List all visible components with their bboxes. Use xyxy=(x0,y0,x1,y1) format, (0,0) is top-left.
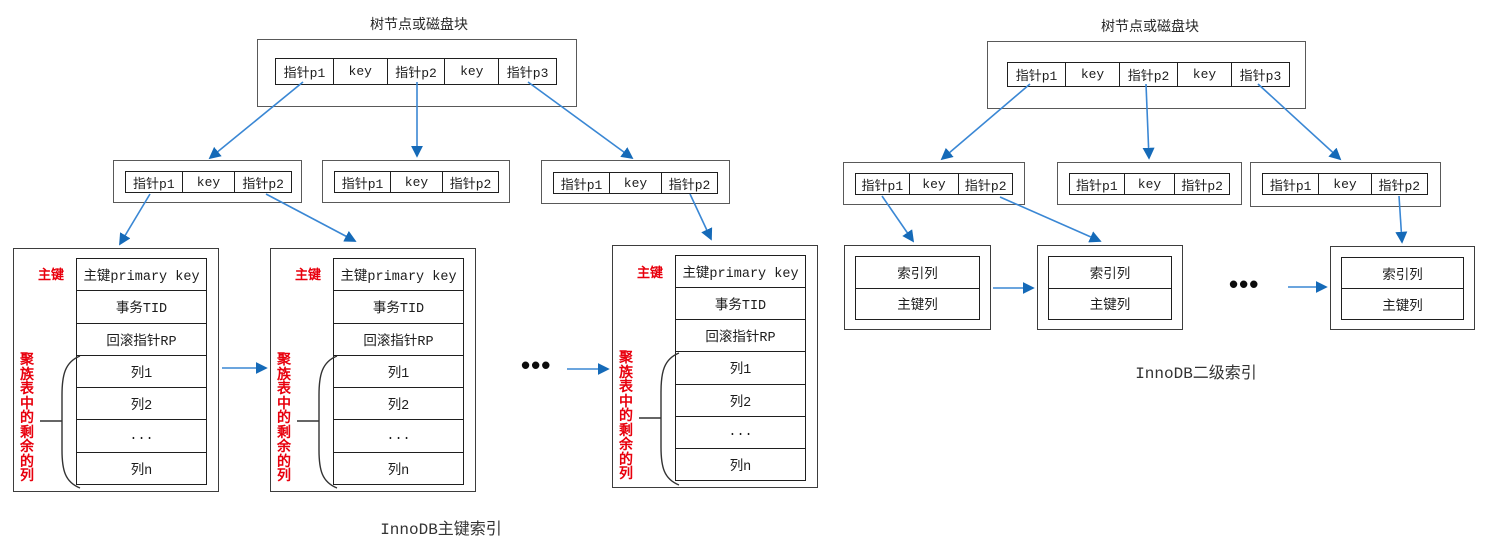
pointer-cell: 指针p1 xyxy=(1069,173,1125,195)
pointer-cell: 指针p1 xyxy=(855,173,910,195)
right-leaf2-table: 索引列 主键列 xyxy=(1048,256,1172,320)
primary-key-column-row: 主键列 xyxy=(856,287,979,320)
left-leaf1-table: 主键primary key 事务TID 回滚指针RP 列1 列2 ... 列n xyxy=(76,258,207,485)
left-tree-title: 树节点或磁盘块 xyxy=(370,16,468,32)
leaf-row: 列n xyxy=(77,451,206,484)
pointer-cell: 指针p3 xyxy=(499,58,558,85)
ellipsis-dots: ••• xyxy=(521,350,552,380)
right-tree-title: 树节点或磁盘块 xyxy=(1101,18,1199,34)
leaf-row: 列n xyxy=(676,447,805,480)
pointer-cell: 指针p2 xyxy=(442,171,500,193)
key-cell: key xyxy=(1066,62,1120,87)
leaf-row: ... xyxy=(676,415,805,448)
ellipsis-dots: ••• xyxy=(1229,269,1260,299)
key-cell: key xyxy=(445,58,500,85)
left-leaf3-table: 主键primary key 事务TID 回滚指针RP 列1 列2 ... 列n xyxy=(675,255,806,481)
key-cell: key xyxy=(333,58,388,85)
leaf-row: 事务TID xyxy=(334,290,463,322)
pointer-cell: 指针p1 xyxy=(553,172,611,194)
right-leaf3-table: 索引列 主键列 xyxy=(1341,257,1464,320)
leaf-row: 回滚指针RP xyxy=(334,322,463,355)
primary-key-column-row: 主键列 xyxy=(1049,287,1171,320)
leaf-row: 列1 xyxy=(334,354,463,387)
remaining-columns-red-label: 聚族表中的剩余的列 xyxy=(20,351,34,483)
left-node3-cells: 指针p1 key 指针p2 xyxy=(553,172,719,194)
key-cell: key xyxy=(1178,62,1232,87)
left-node1-cells: 指针p1 key 指针p2 xyxy=(125,171,292,193)
key-cell: key xyxy=(610,172,662,194)
pointer-cell: 指针p1 xyxy=(1262,173,1320,195)
leaf-row: 列2 xyxy=(334,387,463,419)
left-leaf2-table: 主键primary key 事务TID 回滚指针RP 列1 列2 ... 列n xyxy=(333,258,464,485)
key-cell: key xyxy=(182,171,236,193)
pointer-cell: 指针p2 xyxy=(235,171,292,193)
leaf-row: 列1 xyxy=(77,354,206,387)
leaf-row: 列2 xyxy=(77,387,206,419)
index-column-row: 索引列 xyxy=(897,267,938,283)
right-node1-cells: 指针p1 key 指针p2 xyxy=(855,173,1014,195)
leaf-row: ... xyxy=(334,419,463,451)
leaf-row: 列n xyxy=(334,451,463,484)
index-column-row: 索引列 xyxy=(1382,268,1423,284)
pointer-cell: 指针p2 xyxy=(1175,173,1230,195)
pointer-cell: 指针p2 xyxy=(387,58,446,85)
right-node2-cells: 指针p1 key 指针p2 xyxy=(1069,173,1230,195)
pointer-cell: 指针p1 xyxy=(275,58,334,85)
primary-key-red-label: 主键 xyxy=(295,267,322,282)
key-cell: key xyxy=(391,171,443,193)
leaf-row: 列2 xyxy=(676,383,805,416)
leaf-row: 回滚指针RP xyxy=(77,322,206,355)
remaining-columns-red-label: 聚族表中的剩余的列 xyxy=(619,349,633,481)
leaf-row: ... xyxy=(77,419,206,451)
leaf-row: 主键primary key xyxy=(83,270,200,286)
right-caption: InnoDB二级索引 xyxy=(1135,365,1257,383)
pointer-cell: 指针p2 xyxy=(1371,173,1428,195)
leaf-row: 事务TID xyxy=(676,287,805,319)
right-root-node-cells: 指针p1 key 指针p2 key 指针p3 xyxy=(1007,62,1290,87)
right-node3-cells: 指针p1 key 指针p2 xyxy=(1262,173,1428,195)
leaf-row: 主键primary key xyxy=(682,267,799,283)
left-node2-cells: 指针p1 key 指针p2 xyxy=(334,171,500,193)
leaf-row: 主键primary key xyxy=(340,270,457,286)
leaf-row: 事务TID xyxy=(77,290,206,322)
primary-key-red-label: 主键 xyxy=(637,265,664,280)
key-cell: key xyxy=(1319,173,1372,195)
primary-key-column-row: 主键列 xyxy=(1342,288,1463,319)
pointer-cell: 指针p2 xyxy=(1119,62,1179,87)
key-cell: key xyxy=(909,173,960,195)
remaining-columns-red-label: 聚族表中的剩余的列 xyxy=(277,351,291,483)
pointer-cell: 指针p1 xyxy=(125,171,183,193)
pointer-cell: 指针p1 xyxy=(1007,62,1067,87)
left-root-node-cells: 指针p1 key 指针p2 key 指针p3 xyxy=(275,58,558,85)
leaf-row: 回滚指针RP xyxy=(676,319,805,351)
left-caption: InnoDB主键索引 xyxy=(380,521,502,539)
pointer-cell: 指针p2 xyxy=(959,173,1014,195)
pointer-cell: 指针p3 xyxy=(1231,62,1290,87)
pointer-cell: 指针p1 xyxy=(334,171,392,193)
leaf-row: 列1 xyxy=(676,351,805,383)
right-leaf1-table: 索引列 主键列 xyxy=(855,256,980,320)
index-column-row: 索引列 xyxy=(1089,267,1131,283)
pointer-cell: 指针p2 xyxy=(661,172,719,194)
key-cell: key xyxy=(1124,173,1176,195)
primary-key-red-label: 主键 xyxy=(38,267,65,282)
